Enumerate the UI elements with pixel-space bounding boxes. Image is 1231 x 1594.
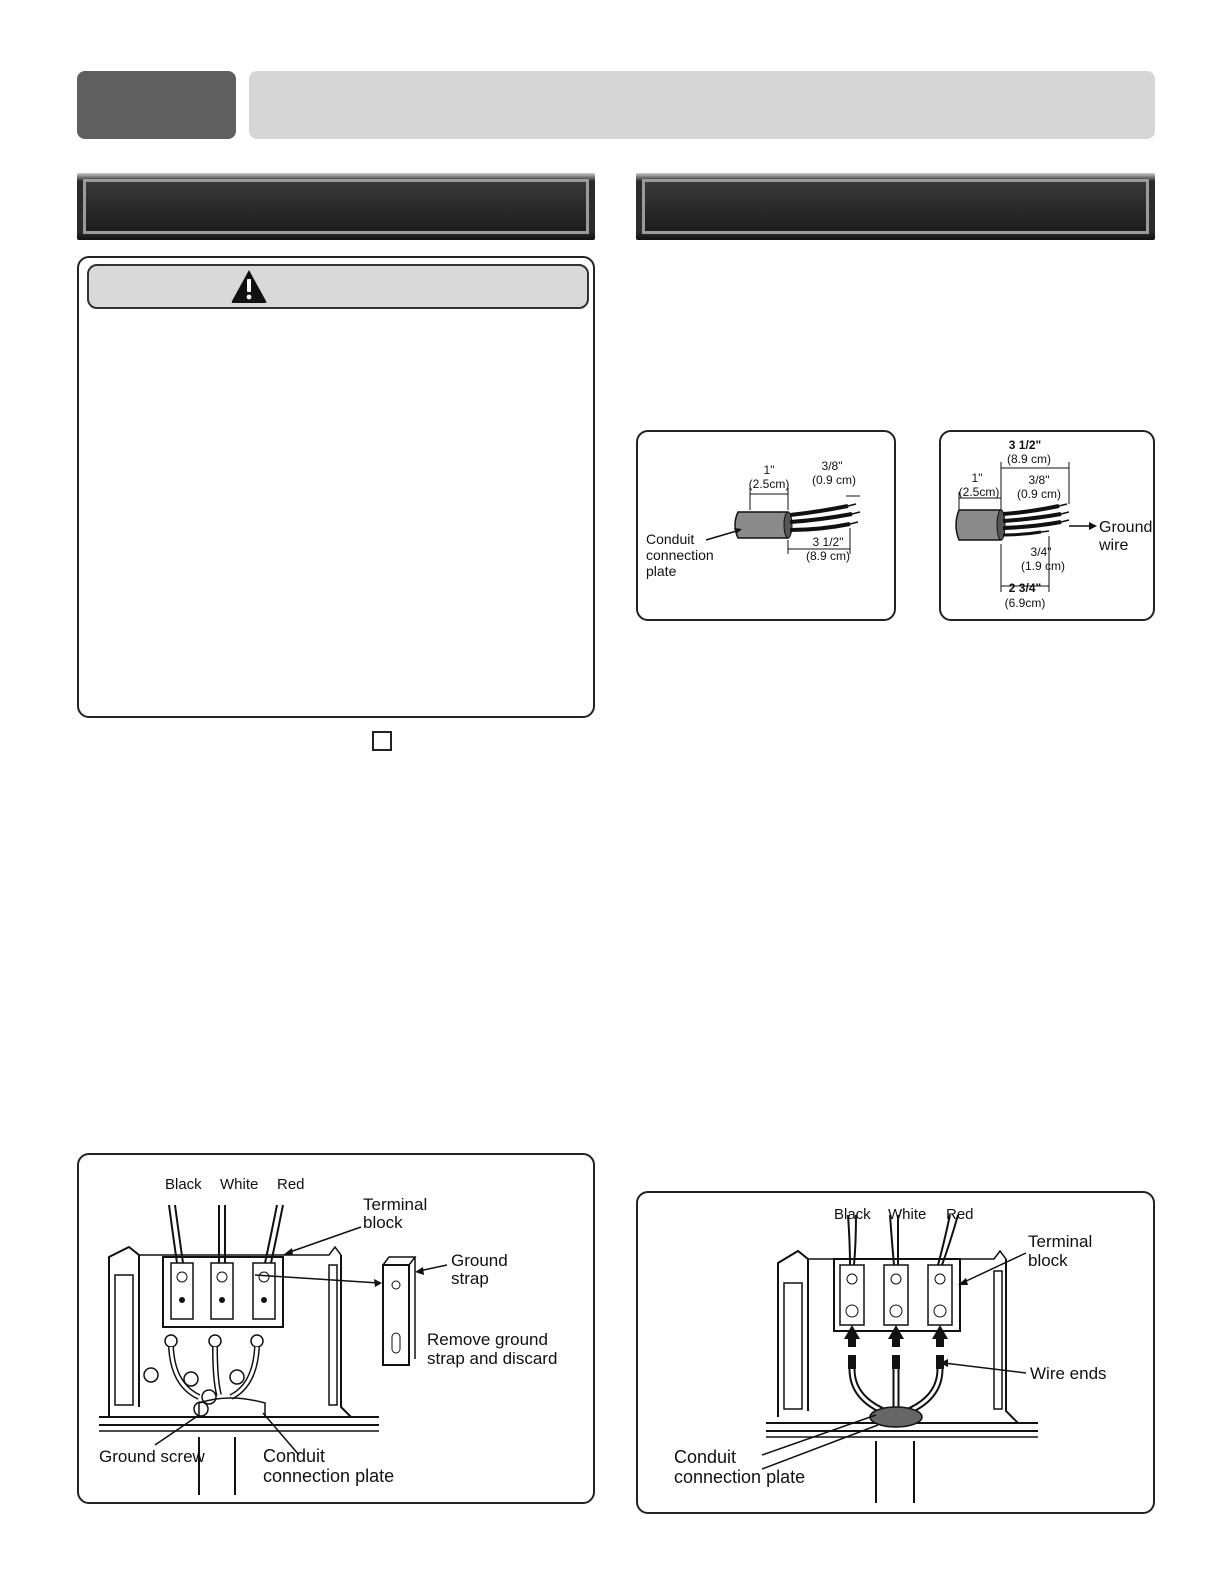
label-terminal-1: Terminal bbox=[363, 1195, 427, 1214]
warning-triangle-icon bbox=[231, 270, 267, 303]
dim-1in: 1" bbox=[972, 471, 983, 485]
dim-3-8in: 3/8" bbox=[822, 459, 843, 473]
label-ground-screw: Ground screw bbox=[99, 1447, 206, 1466]
dim-3-1-2in: 3 1/2" bbox=[813, 535, 844, 549]
label-remove-2: strap and discard bbox=[427, 1349, 557, 1368]
dim-2-3-4in: 2 3/4" bbox=[1009, 581, 1041, 595]
label-black: Black bbox=[165, 1176, 202, 1193]
label-terminal-2: block bbox=[363, 1213, 403, 1232]
label-white: White bbox=[888, 1206, 926, 1223]
figure-wire-prep-3wire: 1" (2.5cm) 3/8" (0.9 cm) 3 1/2" (8.9 cm)… bbox=[636, 430, 896, 621]
label-conduit-2: connection plate bbox=[674, 1467, 805, 1487]
terminal-block-4wire-diagram: Black White Red Terminal block Ground st… bbox=[99, 1176, 557, 1495]
label-red: Red bbox=[946, 1206, 974, 1223]
dim-3-1-2in: 3 1/2" bbox=[1009, 438, 1041, 452]
ground-screw-icon bbox=[193, 1401, 209, 1417]
label-wire-ends: Wire ends bbox=[1030, 1364, 1107, 1383]
chapter-tab bbox=[77, 71, 236, 139]
label-remove-1: Remove ground bbox=[427, 1330, 548, 1349]
terminal-block-3wire-diagram: Black White Red Terminal block Wire ends… bbox=[674, 1206, 1107, 1503]
dim-3-8in-cm: (0.9 cm) bbox=[1017, 487, 1061, 501]
figure-terminal-block-3wire: Black White Red Terminal block Wire ends… bbox=[636, 1191, 1155, 1514]
dim-3-4in: 3/4" bbox=[1031, 545, 1052, 559]
label-conduit-2: connection bbox=[646, 547, 714, 563]
label-conduit-1: Conduit bbox=[674, 1447, 736, 1467]
label-terminal-1: Terminal bbox=[1028, 1232, 1092, 1251]
label-conduit-2: connection plate bbox=[263, 1466, 394, 1486]
warning-header bbox=[87, 264, 589, 309]
wire-prep-3wire-diagram: 1" (2.5cm) 3/8" (0.9 cm) 3 1/2" (8.9 cm)… bbox=[646, 459, 861, 579]
label-ground-1: Ground bbox=[1099, 519, 1152, 536]
dim-1in-cm: (2.5cm) bbox=[749, 477, 790, 491]
label-ground-2: wire bbox=[1098, 537, 1128, 554]
dim-1in-cm: (2.5cm) bbox=[959, 485, 1000, 499]
label-white: White bbox=[220, 1176, 258, 1193]
dim-3-4in-cm: (1.9 cm) bbox=[1021, 559, 1065, 573]
label-red: Red bbox=[277, 1176, 305, 1193]
label-black: Black bbox=[834, 1206, 871, 1223]
dim-3-1-2in-cm: (8.9 cm) bbox=[806, 549, 850, 563]
figure-wire-prep-4wire: 3 1/2" (8.9 cm) 1" (2.5cm) 3/8" (0.9 cm)… bbox=[939, 430, 1155, 621]
dim-3-1-2in-cm: (8.9 cm) bbox=[1007, 452, 1051, 466]
label-terminal-2: block bbox=[1028, 1251, 1068, 1270]
dim-2-3-4in-cm: (6.9cm) bbox=[1005, 596, 1046, 610]
cable-jacket-shape bbox=[734, 511, 789, 539]
chapter-title-bar bbox=[249, 71, 1155, 139]
section-header-left bbox=[77, 173, 595, 240]
dim-3-8in: 3/8" bbox=[1029, 473, 1050, 487]
wire-prep-4wire-diagram: 3 1/2" (8.9 cm) 1" (2.5cm) 3/8" (0.9 cm)… bbox=[955, 438, 1152, 610]
inline-checkbox-symbol bbox=[372, 731, 392, 751]
label-strap-1: Ground bbox=[451, 1251, 508, 1270]
label-conduit-3: plate bbox=[646, 563, 677, 579]
warning-box bbox=[77, 256, 595, 718]
dim-3-8in-cm: (0.9 cm) bbox=[812, 473, 856, 487]
label-strap-2: strap bbox=[451, 1269, 489, 1288]
cable-jacket-shape bbox=[955, 509, 1002, 541]
section-header-right bbox=[636, 173, 1155, 240]
label-conduit-1: Conduit bbox=[263, 1446, 325, 1466]
figure-terminal-block-4wire: Black White Red Terminal block Ground st… bbox=[77, 1153, 595, 1504]
dim-1in: 1" bbox=[764, 463, 775, 477]
label-conduit-1: Conduit bbox=[646, 531, 694, 547]
